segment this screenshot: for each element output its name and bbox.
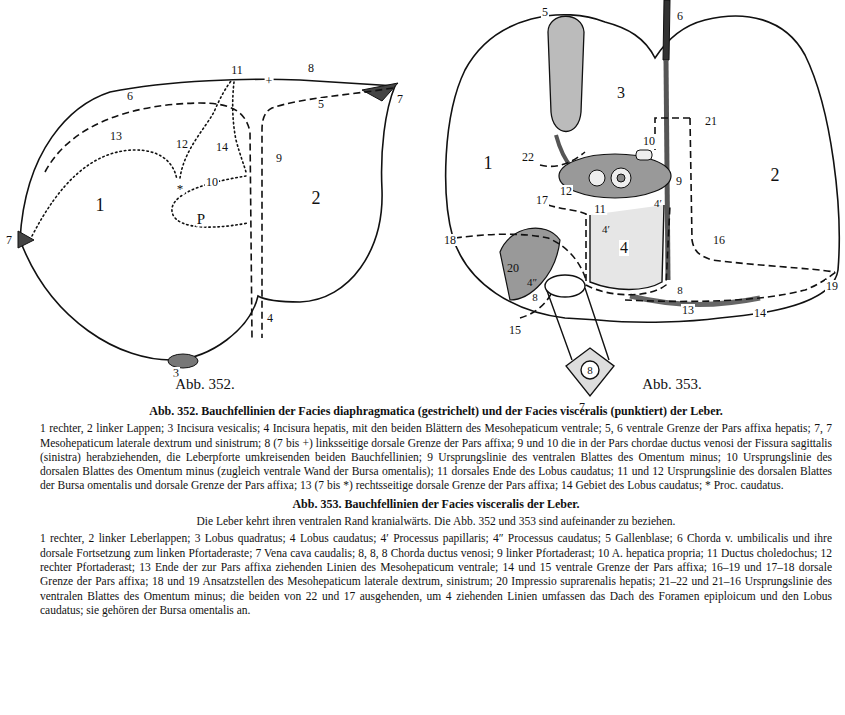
callout-number: 21 <box>704 115 718 127</box>
callout-number: 16 <box>712 234 726 246</box>
callout-number: 4′ <box>653 198 663 209</box>
callout-number: 7 <box>396 93 404 105</box>
callout-number: 3 <box>616 85 626 101</box>
callout-number: * <box>176 182 185 195</box>
caption-text: 1 rechter, 2 linker Lappen; 3 Incisura v… <box>40 421 832 492</box>
caption-area: Abb. 352. Bauchfellinien der Facies diap… <box>40 400 832 620</box>
callout-number: 11 <box>593 203 607 215</box>
callout-number: 4 <box>266 312 274 324</box>
callout-number: 5 <box>541 6 549 18</box>
callout-number: 8 <box>676 285 684 296</box>
callout-number: 12 <box>559 185 573 197</box>
callout-number: 12 <box>175 138 189 150</box>
callout-number: 8 <box>531 292 539 303</box>
callout-number: 7 <box>5 234 13 246</box>
callout-number: P <box>196 212 206 227</box>
callout-number: 10 <box>642 135 656 147</box>
caption-heading: Abb. 352. Bauchfellinien der Facies diap… <box>40 404 832 418</box>
callout-number: 2 <box>770 166 781 184</box>
callout-number: 6 <box>676 10 684 22</box>
callout-number: 17 <box>535 194 549 206</box>
callout-number: 19 <box>825 280 839 292</box>
callout-number: 10 <box>205 176 219 188</box>
callout-number: 4″ <box>526 277 538 288</box>
callout-number: 22 <box>521 151 535 163</box>
callout-number: 14 <box>215 141 229 153</box>
callout-number: 8 <box>586 365 594 376</box>
callout-number: 2 <box>311 189 322 207</box>
callout-number: 4 <box>619 240 629 256</box>
caption-heading: Abb. 353. Bauchfellinien der Facies visc… <box>40 497 832 511</box>
callout-number: 9 <box>275 152 283 164</box>
caption-note: Die Leber kehrt ihren ventralen Rand kra… <box>40 514 832 528</box>
callout-number: + <box>265 75 274 87</box>
callout-number: 8 <box>307 62 315 74</box>
callout-number: 18 <box>443 234 457 246</box>
callout-number: 14 <box>753 307 767 319</box>
callout-number: 4′ <box>601 224 611 235</box>
callout-number: 1 <box>95 196 106 214</box>
callout-number: 13 <box>681 304 695 316</box>
callout-number: 6 <box>126 90 134 102</box>
liver-illustration <box>0 0 845 400</box>
callout-number: 11 <box>230 64 244 76</box>
caption-text: 1 rechter, 2 linker Leberlappen; 3 Lobus… <box>40 531 832 617</box>
callout-number: 20 <box>506 262 520 274</box>
figure-number: Abb. 352. <box>174 377 236 392</box>
callout-number: 15 <box>508 324 522 336</box>
callout-number: 1 <box>483 154 494 172</box>
callout-number: 13 <box>109 130 123 142</box>
callout-number: 9 <box>675 175 683 187</box>
figure-number: Abb. 353. <box>641 377 703 392</box>
callout-number: 5 <box>317 98 325 110</box>
